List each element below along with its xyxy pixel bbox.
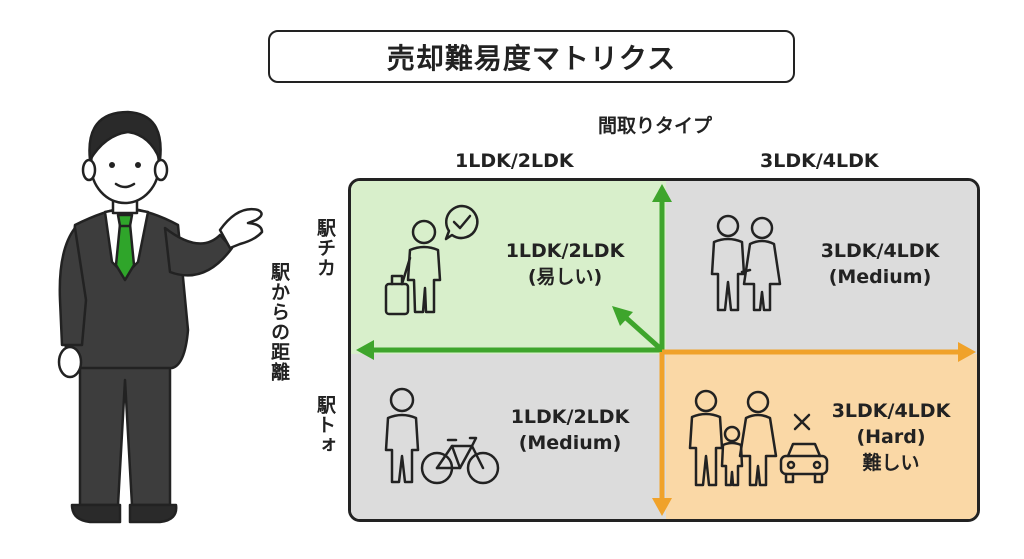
checkmark-bubble-icon — [444, 204, 479, 241]
row-header-top: 駅チカ — [314, 218, 336, 278]
title-box: 売却難易度マトリクス — [268, 30, 795, 83]
quadrant-top-right — [666, 181, 977, 354]
couple-icon — [710, 214, 782, 312]
column-axis-title: 間取りタイプ — [598, 115, 713, 137]
column-header-left: 1LDK/2LDK — [455, 150, 574, 172]
quadrant-bottom-right — [666, 354, 977, 519]
column-header-right: 3LDK/4LDK — [760, 150, 879, 172]
row-axis-title: 駅からの距離 — [268, 262, 290, 382]
traveler-with-suitcase-icon — [384, 219, 442, 316]
quadrant-bottom-right-label: 3LDK/4LDK (Hard) 難しい — [831, 400, 951, 474]
car-icon — [779, 442, 829, 484]
cross-icon — [793, 413, 811, 431]
quadrant-top-right-label: 3LDK/4LDK (Medium) — [820, 240, 940, 288]
quadrant-bottom-left-label: 1LDK/2LDK (Medium) — [510, 406, 630, 454]
matrix — [348, 178, 980, 522]
person-icon — [384, 387, 420, 484]
family-icon — [688, 389, 778, 487]
row-header-bottom: 駅トォ — [314, 395, 336, 455]
presenter-icon — [57, 110, 264, 524]
page-title: 売却難易度マトリクス — [386, 41, 677, 75]
bicycle-icon — [420, 436, 500, 485]
quadrant-bottom-left — [351, 354, 666, 519]
quadrant-top-left-label: 1LDK/2LDK (易しい) — [505, 240, 625, 288]
quadrant-top-left — [351, 181, 666, 354]
